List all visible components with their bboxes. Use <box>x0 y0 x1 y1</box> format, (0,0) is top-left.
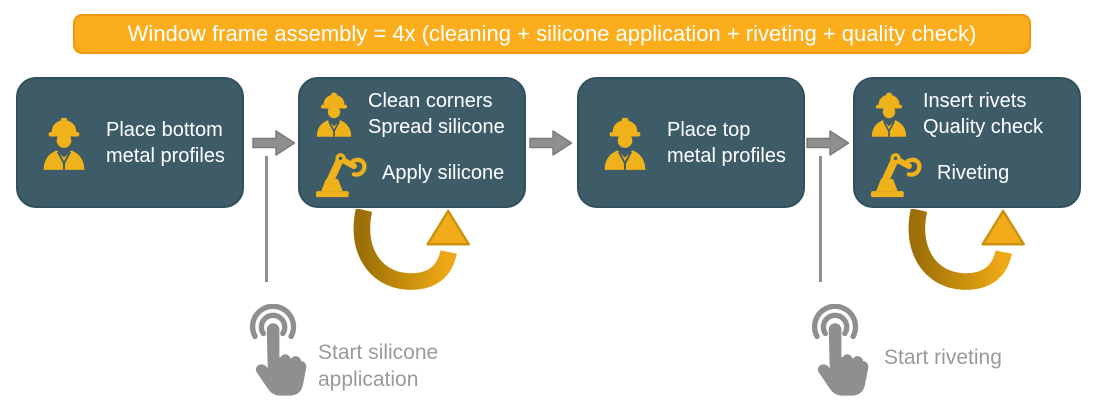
step-label-line: Quality check <box>923 116 1044 138</box>
construction-worker-icon <box>867 89 911 139</box>
step-label-line: Place bottom <box>106 118 223 141</box>
loop-back-arrow-icon <box>347 209 475 299</box>
flow-right-arrow-icon <box>806 128 850 158</box>
formula-banner: Window frame assembly = 4x (cleaning + s… <box>73 14 1031 54</box>
step-rivets-quality-check: Insert rivets Quality check Riveting <box>853 77 1081 208</box>
connector-line <box>265 156 268 282</box>
step-label-line: Clean corners <box>368 90 493 112</box>
step-label: Insert rivets Quality check <box>923 88 1043 140</box>
step-label-line: metal profiles <box>667 144 786 167</box>
tap-label-line: Start riveting <box>884 346 1002 369</box>
tap-hand-icon <box>238 304 312 400</box>
step-clean-apply-silicone: Clean corners Spread silicone Apply sili… <box>298 77 526 208</box>
tap-hand-icon <box>800 304 874 400</box>
robot-arm-icon <box>867 148 925 198</box>
robot-task-row: Apply silicone <box>312 148 516 198</box>
robot-arm-icon <box>312 148 370 198</box>
step-place-bottom-profiles: Place bottom metal profiles <box>16 77 244 208</box>
step-label-line: Insert rivets <box>923 90 1027 112</box>
construction-worker-icon <box>38 113 90 173</box>
step-label: Place bottom metal profiles <box>106 117 225 169</box>
tap-label-line: Start silicone <box>318 341 439 364</box>
connector-line <box>819 156 822 282</box>
step-label: Clean corners Spread silicone <box>368 88 505 140</box>
construction-worker-icon <box>599 113 651 173</box>
loop-back-arrow-icon <box>902 209 1030 299</box>
worker-task-row: Insert rivets Quality check <box>867 88 1071 140</box>
worker-task-row: Clean corners Spread silicone <box>312 88 516 140</box>
step-label-line: Spread silicone <box>368 116 505 138</box>
formula-banner-text: Window frame assembly = 4x (cleaning + s… <box>127 21 977 46</box>
step-place-top-profiles: Place top metal profiles <box>577 77 805 208</box>
start-silicone-label: Start silicone application <box>318 339 438 393</box>
robot-task-row: Riveting <box>867 148 1071 198</box>
robot-task-label: Apply silicone <box>382 161 505 184</box>
flow-right-arrow-icon <box>252 128 296 158</box>
robot-task-label: Riveting <box>937 161 1010 184</box>
step-label: Place top metal profiles <box>667 117 786 169</box>
start-riveting-label: Start riveting <box>884 344 1002 371</box>
step-label-line: Place top <box>667 118 751 141</box>
step-label-line: metal profiles <box>106 144 225 167</box>
construction-worker-icon <box>312 89 356 139</box>
tap-label-line: application <box>318 368 419 391</box>
flow-right-arrow-icon <box>529 128 573 158</box>
